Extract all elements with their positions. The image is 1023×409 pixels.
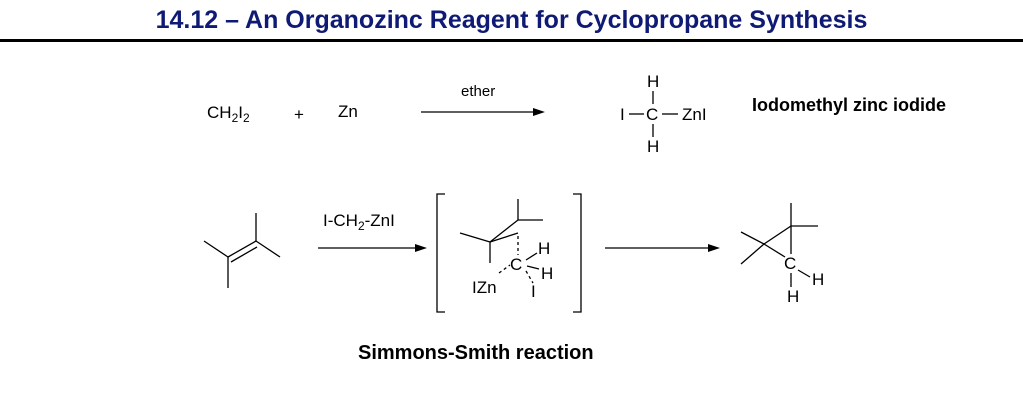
reaction2-arrow1-head [415, 244, 427, 252]
product2-h-right: H [812, 270, 825, 289]
product1-iodine: I [620, 105, 625, 124]
ts-iodine: I [531, 282, 536, 301]
product1-carbon: C [646, 105, 659, 124]
product1-zni: ZnI [682, 105, 707, 124]
ts-carbon: C [510, 255, 523, 274]
reactant-ch2i2: CH2I2 [207, 103, 250, 125]
cyclopropane-structure [740, 203, 818, 287]
transition-state-structure [459, 199, 543, 284]
ts-h-upper: H [538, 239, 551, 258]
reagent-label: I-CH2-ZnI [323, 211, 395, 233]
ts-bracket-left [436, 193, 445, 313]
plus-sign: + [294, 105, 304, 124]
page-title: 14.12 – An Organozinc Reagent for Cyclop… [155, 6, 868, 34]
product1-bottom-h: H [647, 137, 660, 156]
reaction-caption: Simmons-Smith reaction [358, 342, 594, 364]
reaction1-arrowhead [533, 108, 545, 116]
alkene-structure [203, 213, 281, 288]
product2-carbon: C [784, 254, 797, 273]
ts-bracket-right [573, 193, 582, 313]
title-underline [0, 39, 1023, 42]
reaction2-arrow2-head [708, 244, 720, 252]
product2-h-bottom: H [787, 287, 800, 306]
reactant-zn: Zn [338, 102, 358, 121]
product1-top-h: H [647, 72, 660, 91]
ts-izn: IZn [472, 278, 497, 297]
condition-ether: ether [461, 83, 496, 100]
product1-name: Iodomethyl zinc iodide [752, 95, 947, 115]
ts-h-lower: H [541, 264, 554, 283]
